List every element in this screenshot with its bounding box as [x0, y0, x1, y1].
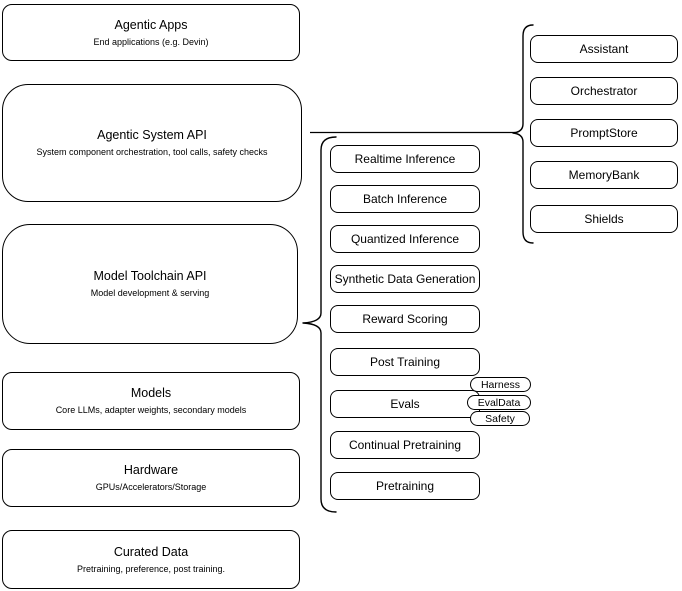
- node-subtitle: Core LLMs, adapter weights, secondary mo…: [55, 405, 247, 415]
- node-curated-data: Curated Data Pretraining, preference, po…: [2, 530, 300, 589]
- node-evals: Evals: [330, 390, 480, 418]
- node-title: Curated Data: [113, 544, 189, 559]
- node-realtime-inference: Realtime Inference: [330, 145, 480, 173]
- node-quantized-inference: Quantized Inference: [330, 225, 480, 253]
- node-title: Hardware: [123, 463, 179, 477]
- node-title: Model Toolchain API: [93, 269, 207, 283]
- node-assistant: Assistant: [530, 35, 678, 63]
- node-post-training: Post Training: [330, 348, 480, 376]
- node-hardware: Hardware GPUs/Accelerators/Storage: [2, 449, 300, 507]
- tag-evaldata: EvalData: [467, 395, 531, 410]
- node-model-toolchain-api: Model Toolchain API Model development & …: [2, 224, 298, 344]
- node-models: Models Core LLMs, adapter weights, secon…: [2, 372, 300, 430]
- node-subtitle: GPUs/Accelerators/Storage: [95, 482, 207, 492]
- node-continual-pretraining: Continual Pretraining: [330, 431, 480, 459]
- node-agentic-apps: Agentic Apps End applications (e.g. Devi…: [2, 4, 300, 61]
- node-title: Agentic System API: [97, 128, 207, 142]
- node-orchestrator: Orchestrator: [530, 77, 678, 105]
- node-agentic-system-api: Agentic System API System component orch…: [2, 84, 302, 202]
- node-memorybank: MemoryBank: [530, 161, 678, 189]
- node-reward-scoring: Reward Scoring: [330, 305, 480, 333]
- node-subtitle: Model development & serving: [90, 288, 210, 298]
- node-subtitle: End applications (e.g. Devin): [93, 36, 209, 47]
- node-subtitle: System component orchestration, tool cal…: [36, 147, 268, 157]
- node-synthetic-data-generation: Synthetic Data Generation: [330, 265, 480, 293]
- node-batch-inference: Batch Inference: [330, 185, 480, 213]
- node-promptstore: PromptStore: [530, 119, 678, 147]
- node-shields: Shields: [530, 205, 678, 233]
- node-title: Agentic Apps: [114, 17, 188, 32]
- tag-harness: Harness: [470, 377, 531, 392]
- node-title: Models: [130, 386, 172, 400]
- tag-safety: Safety: [470, 411, 530, 426]
- node-pretraining: Pretraining: [330, 472, 480, 500]
- node-subtitle: Pretraining, preference, post training.: [76, 563, 226, 574]
